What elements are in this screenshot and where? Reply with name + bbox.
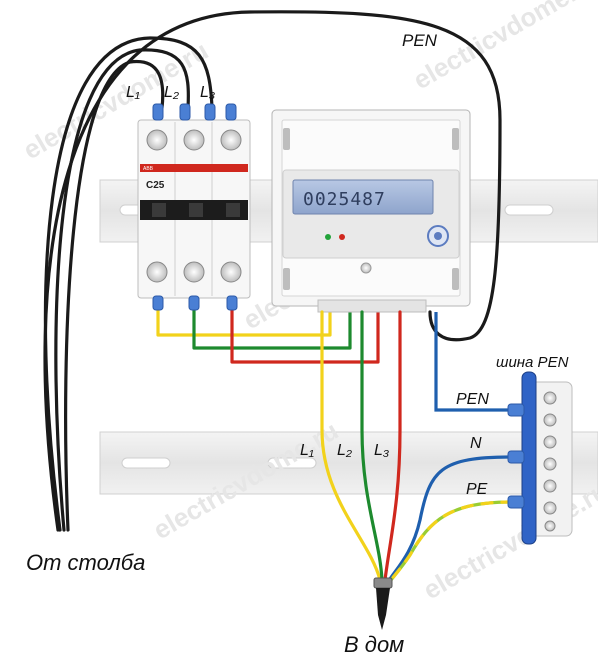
label-to-house: В дом [344, 632, 404, 657]
label-bus-title: шина PEN [496, 354, 569, 371]
label-from-pole: От столба [26, 550, 145, 575]
breaker-to-meter-wires [156, 304, 380, 364]
label-l1-bottom: L₁ [300, 442, 314, 459]
incoming-wires-from-pole [43, 10, 502, 532]
electricity-meter: 0025487 [271, 109, 471, 313]
pen-wire-to-bus [434, 312, 512, 412]
label-l2-bottom: L₂ [337, 442, 352, 459]
label-l3-bottom: L₃ [374, 442, 389, 459]
label-bus-pe: PE [466, 481, 488, 498]
breaker-input-terminals [152, 103, 237, 121]
bus-terminals [507, 403, 525, 509]
label-l2-top: L₂ [164, 84, 179, 101]
circuit-breaker-3p: ABB C25 [137, 119, 251, 299]
outgoing-phase-wires [320, 310, 402, 582]
pen-bus-bar [521, 371, 573, 545]
meter-reading: 0025487 [303, 189, 386, 210]
label-bus-n: N [470, 435, 482, 452]
meter-led-green [325, 234, 331, 240]
n-pe-wires [386, 455, 514, 586]
breaker-rating: C25 [146, 180, 165, 191]
house-cable [373, 577, 393, 630]
meter-led-red [339, 234, 345, 240]
breaker-brand: ABB [143, 166, 154, 172]
label-pen-top: PEN [402, 31, 438, 50]
label-bus-pen: PEN [456, 391, 489, 408]
meter-seal-screw [360, 262, 372, 274]
label-l1-top: L₁ [126, 84, 140, 101]
breaker-output-terminals [152, 295, 238, 311]
label-l3-top: L₃ [200, 84, 215, 101]
